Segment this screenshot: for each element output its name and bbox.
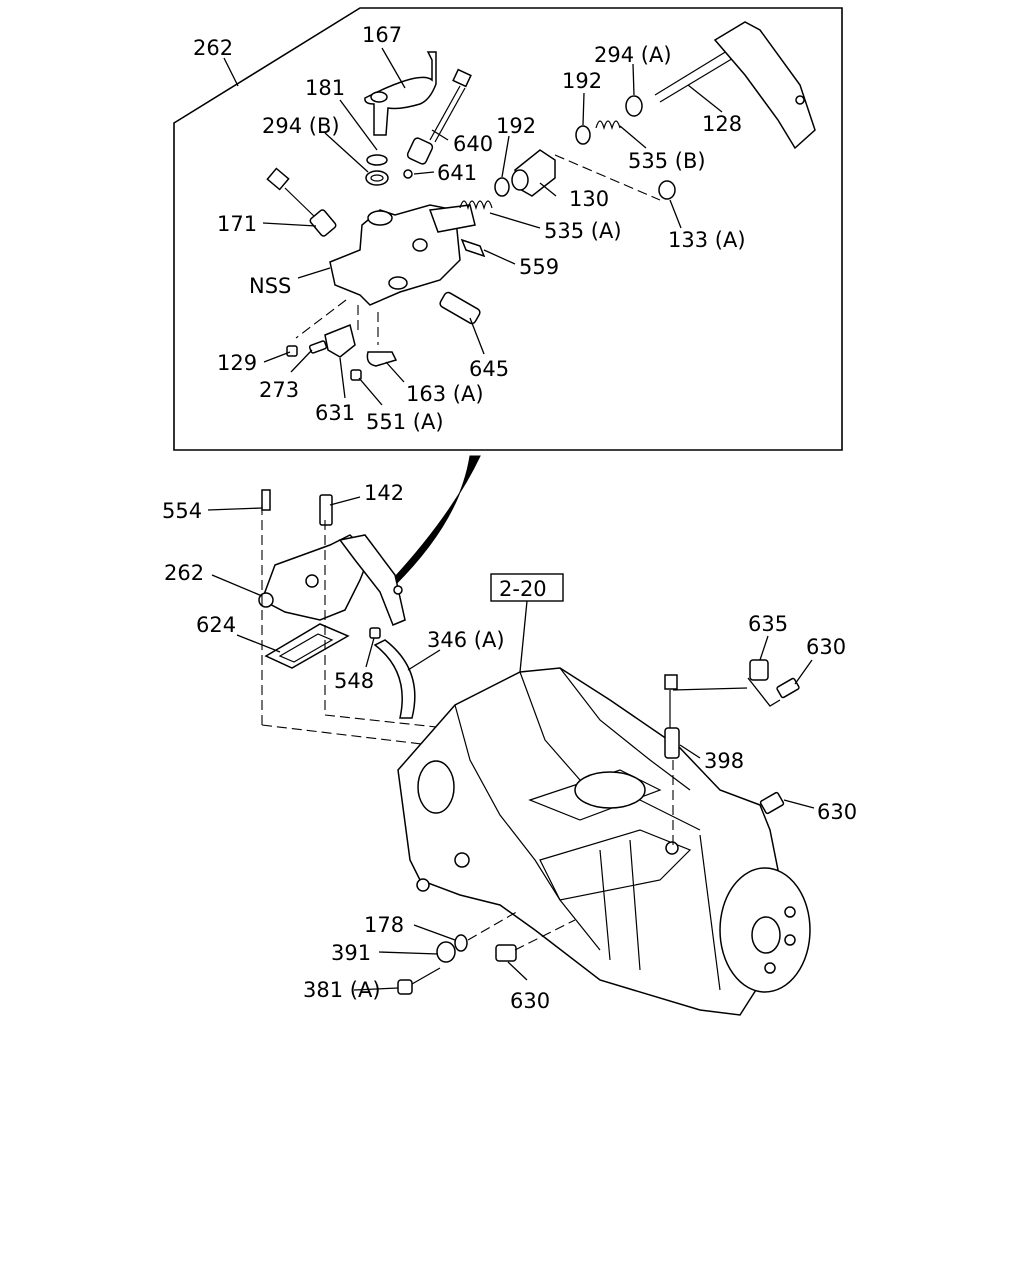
callout-262-low: 262 [164,561,204,585]
part-631-switch [324,323,356,358]
part-630-plug-c [495,944,517,962]
callout-391: 391 [331,941,371,965]
callout-548: 548 [334,669,374,693]
part-630-plug-a [776,677,800,699]
detail-pointer-arrow [391,455,481,586]
part-163a-arm [366,351,398,367]
part-346a-hose [373,639,416,719]
ref-box-2-20 [490,573,564,602]
callout-262-top: 262 [193,36,233,60]
callout-2-20: 2-20 [499,577,547,601]
part-391-sensor [436,941,456,963]
callout-294b: 294 (B) [262,114,340,138]
callout-535a: 535 (A) [544,219,622,243]
callout-129: 129 [217,351,257,375]
callout-163a: 163 (A) [406,382,484,406]
part-641-ball [403,169,413,179]
assembly-leaders [207,496,815,991]
callout-631: 631 [315,401,355,425]
callout-192-a: 192 [496,114,536,138]
part-171-sensor [266,167,337,237]
callout-630-b: 630 [817,800,857,824]
callout-nss: NSS [249,274,291,298]
part-548-clip [369,627,381,639]
detail-inset: 262 167 181 294 (B) 640 641 171 NSS 129 … [173,7,843,451]
callout-133a: 133 (A) [668,228,746,252]
callout-192-b: 192 [562,69,602,93]
part-630-plug-b [759,791,785,815]
part-167-shift-lever [364,51,437,136]
callout-178: 178 [364,913,404,937]
part-192-washer-a [494,177,510,197]
part-381a-bolt [397,967,441,995]
part-559-pin [460,238,486,258]
transmission-case [397,667,811,1016]
part-178-oring [454,934,468,952]
part-294a-seal [625,95,643,117]
callout-630-c: 630 [510,989,550,1013]
callout-630-a: 630 [806,635,846,659]
callout-167: 167 [362,23,402,47]
inset-frame [173,7,843,451]
callout-641: 641 [437,161,477,185]
part-130-sleeve [511,149,556,197]
part-635-plug [749,659,769,681]
part-192-washer-b [575,125,591,145]
callout-294a: 294 (A) [594,43,672,67]
callout-551a: 551 (A) [366,410,444,434]
inset-leaders [223,47,723,406]
part-273-screw [308,340,328,354]
callout-398: 398 [704,749,744,773]
callout-346a: 346 (A) [427,628,505,652]
callout-624: 624 [196,613,236,637]
callout-559: 559 [519,255,559,279]
part-128-shaft [654,21,816,150]
callout-640: 640 [453,132,493,156]
callout-635: 635 [748,612,788,636]
part-645-plug [439,291,481,325]
part-551a-pin [350,369,362,381]
part-535a-spring [459,200,493,211]
part-398-switch [664,674,680,759]
part-535b-spring [595,120,621,131]
part-624-gasket [264,623,350,669]
callout-554: 554 [162,499,202,523]
callout-273: 273 [259,378,299,402]
callout-535b: 535 (B) [628,149,706,173]
callout-142: 142 [364,481,404,505]
callout-181: 181 [305,76,345,100]
part-640-switch [406,68,472,165]
shift-assembly-262 [258,489,406,626]
callout-381a: 381 (A) [303,978,381,1002]
callout-130: 130 [569,187,609,211]
callout-171: 171 [217,212,257,236]
part-133a-bushing [658,180,676,200]
part-294b-seal [365,154,389,186]
part-nss-housing [329,204,476,306]
part-129-pin [286,345,298,357]
callout-645: 645 [469,357,509,381]
callout-128: 128 [702,112,742,136]
